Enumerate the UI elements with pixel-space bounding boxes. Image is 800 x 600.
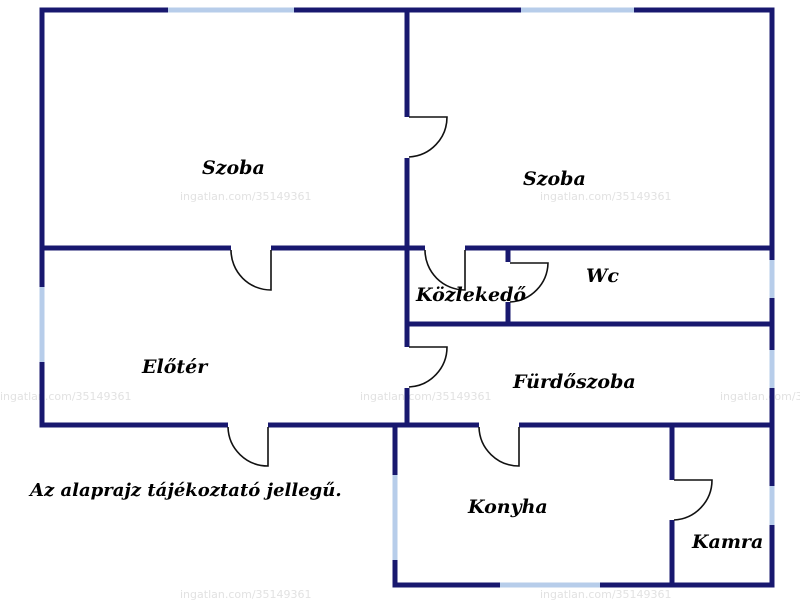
watermark: ingatlan.com/35149361: [720, 390, 800, 403]
watermark: ingatlan.com/35149361: [180, 190, 312, 203]
door-szoba-eloter: [230, 249, 272, 291]
watermark: ingatlan.com/35149361: [180, 588, 312, 600]
door-kamra: [673, 479, 713, 521]
room-label-konyha: Konyha: [467, 496, 548, 518]
room-label-eloter: Előtér: [141, 356, 209, 378]
door-furdoszoba: [408, 346, 448, 388]
door-openings: [228, 117, 675, 520]
room-label-szoba-right: Szoba: [523, 168, 586, 190]
watermark: ingatlan.com/35149361: [360, 390, 492, 403]
windows: [39, 7, 775, 588]
watermark: ingatlan.com/35149361: [0, 390, 132, 403]
watermark: ingatlan.com/35149361: [540, 588, 672, 600]
room-label-kamra: Kamra: [691, 531, 763, 553]
room-label-wc: Wc: [586, 265, 619, 287]
room-labels: Szoba Szoba Előtér Közlekedő Wc Fürdőszo…: [141, 157, 763, 553]
room-label-kozlekedo: Közlekedő: [415, 284, 526, 306]
disclaimer-note: Az alaprajz tájékoztató jellegű.: [30, 480, 342, 501]
watermark: ingatlan.com/35149361: [540, 190, 672, 203]
door-szoba-szoba: [408, 116, 448, 158]
door-wc: [509, 262, 549, 303]
room-label-furdoszoba: Fürdőszoba: [512, 371, 636, 393]
doors: [227, 116, 713, 521]
watermarks: ingatlan.com/35149361 ingatlan.com/35149…: [0, 190, 800, 600]
room-label-szoba-left: Szoba: [202, 157, 265, 179]
door-entrance: [227, 426, 269, 467]
door-szoba-kozlekedo: [424, 249, 466, 291]
door-konyha: [478, 426, 520, 467]
